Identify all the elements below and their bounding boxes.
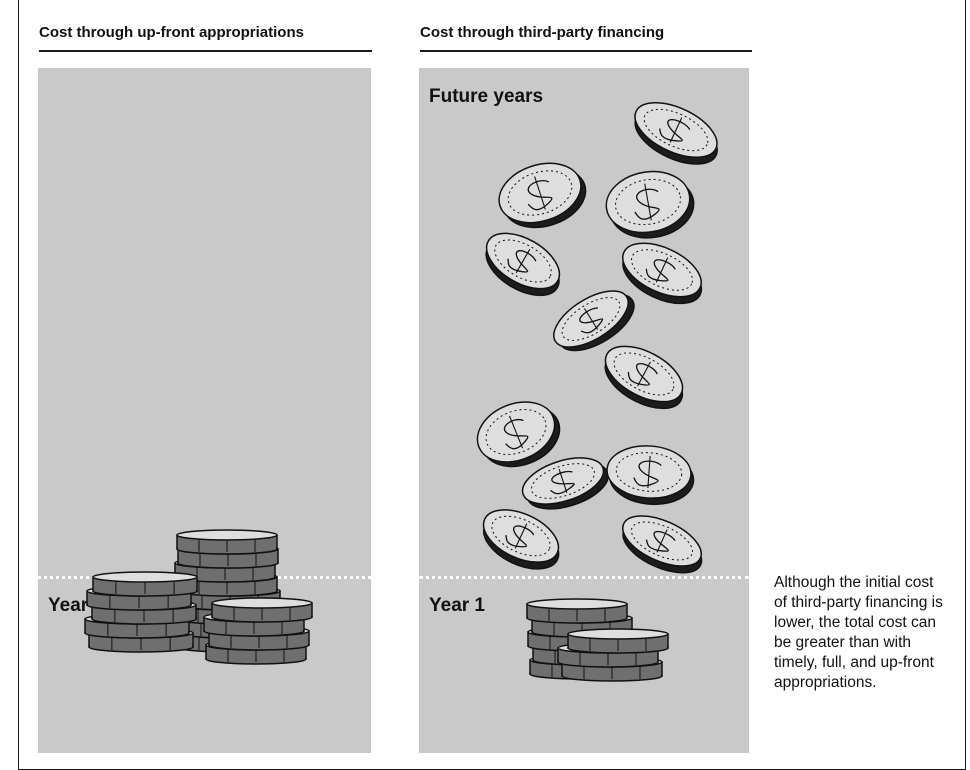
coin-stack-icon: [526, 598, 669, 682]
zone-label-future-years: Future years: [429, 86, 544, 107]
coin-stack-icon: [84, 529, 313, 665]
dollar-coin: [476, 401, 561, 468]
explanatory-note: Although the initial cost of third-party…: [774, 574, 943, 691]
dollar-coin: [622, 242, 703, 305]
column-title-upfront: Cost through up-front appropriations: [39, 24, 372, 52]
dollar-coin: [634, 101, 718, 165]
zone-label-year1-right: Year 1: [429, 595, 485, 616]
stacked-coin: [526, 598, 628, 624]
stacked-coin: [92, 571, 198, 597]
dollar-coin-icon: [476, 101, 718, 574]
dollar-coin: [622, 515, 703, 574]
dollar-coin: [485, 232, 561, 297]
dollar-coin: [606, 445, 695, 506]
stacked-coin: [176, 529, 278, 555]
stacked-coin: [567, 628, 669, 654]
dollar-coin: [482, 509, 560, 570]
dollar-coin: [605, 170, 695, 239]
stacked-coin: [211, 597, 313, 623]
dollar-coin: [604, 345, 684, 410]
dollar-coin: [553, 290, 635, 352]
year1-divider-right: [419, 576, 749, 579]
column-title-third-party: Cost through third-party financing: [420, 24, 752, 52]
dollar-coin: [521, 457, 609, 510]
dollar-coin: [498, 162, 587, 229]
